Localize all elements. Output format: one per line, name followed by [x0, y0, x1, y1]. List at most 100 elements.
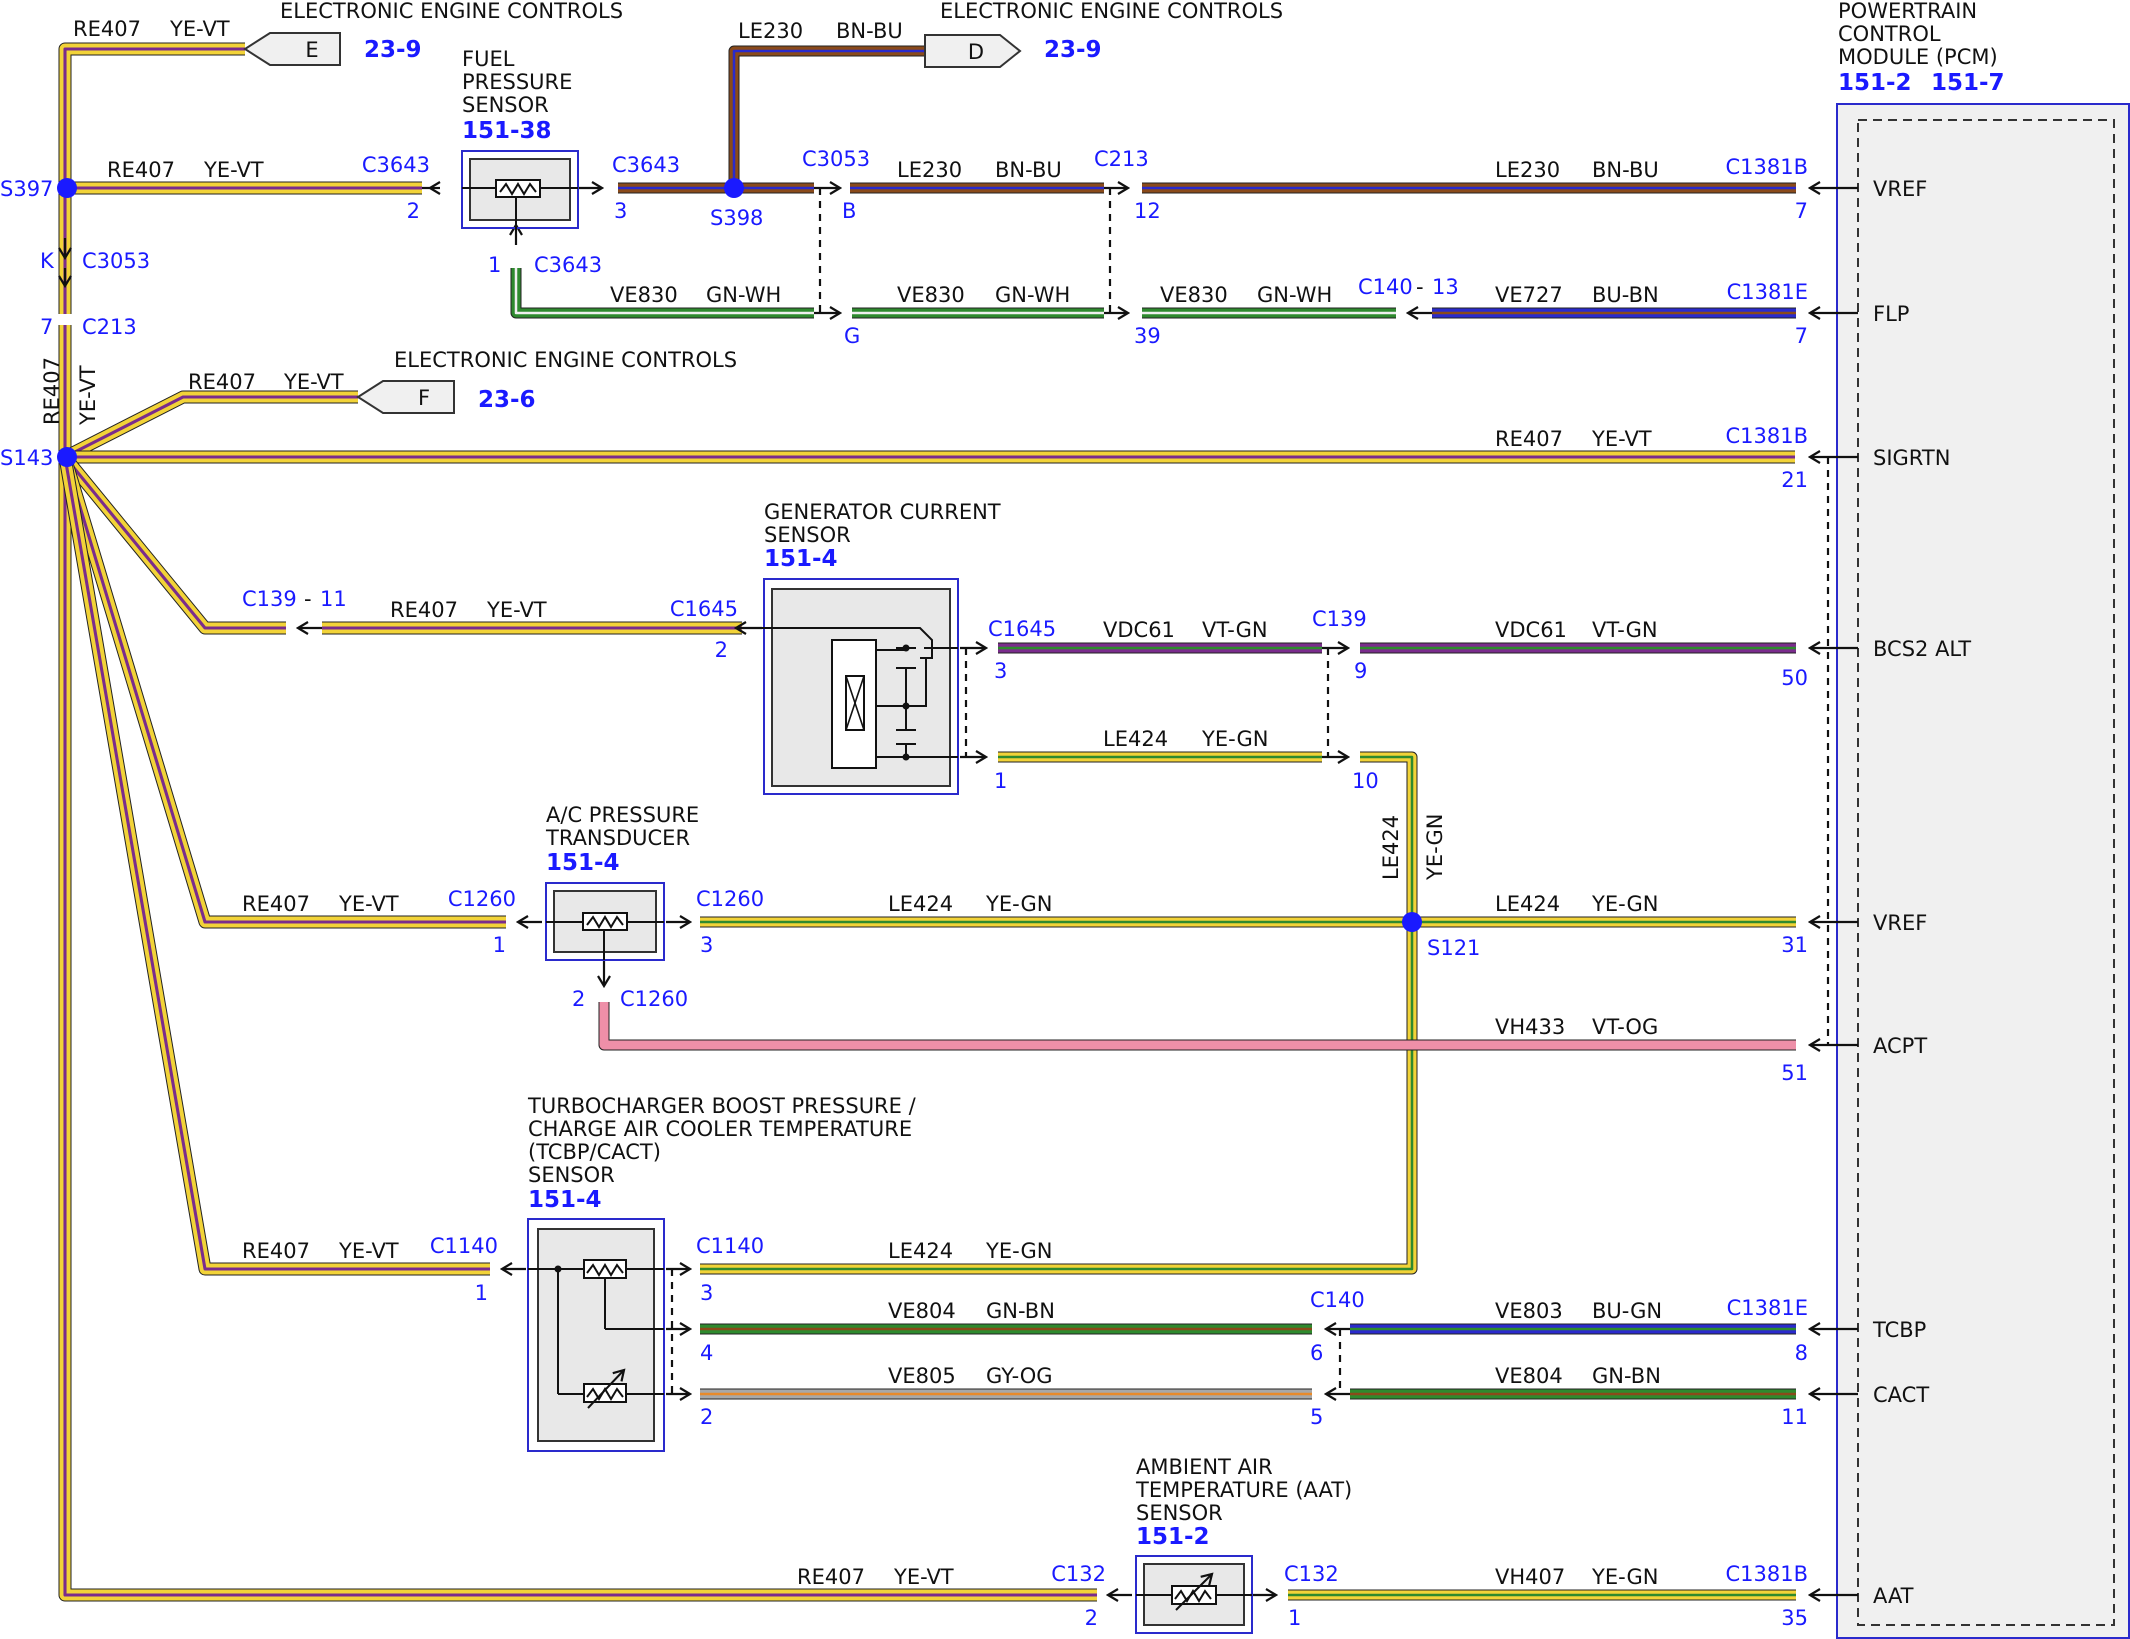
wire-label-code: VE804	[1495, 1364, 1563, 1388]
wire-label-color: VT-GN	[1202, 618, 1268, 642]
pcm-conn-vref-1: C1381B	[1725, 155, 1808, 179]
wire-label-code: RE407	[107, 158, 175, 182]
wire-label-code: LE424	[1495, 892, 1560, 916]
splice-s397-label: S397	[0, 177, 53, 201]
connector-label: C213	[82, 315, 137, 339]
pin-label: 2	[700, 1405, 713, 1429]
splices: S397 S398 S143 S121	[0, 177, 1480, 960]
wire-label-color: BN-BU	[1592, 158, 1659, 182]
pcm-pin-tcbp: TCBP	[1872, 1318, 1926, 1342]
connector-label: C132	[1051, 1562, 1106, 1586]
pcm-pin-bcs2alt: BCS2 ALT	[1873, 637, 1971, 661]
pcm-title-line3: MODULE (PCM)	[1838, 45, 1998, 69]
tcbp-ref: 151-4	[528, 1187, 602, 1213]
pin-label: 5	[1310, 1405, 1323, 1429]
pin-label: 1	[994, 769, 1007, 793]
wire-label-code: RE407	[1495, 427, 1563, 451]
wire-label-color: YE-GN	[985, 892, 1052, 916]
pcm-pinno-tcbp: 8	[1795, 1341, 1808, 1365]
wire-re407-trunk-layer	[63, 325, 1097, 1597]
aat-sensor[interactable]: AMBIENT AIR TEMPERATURE (AAT) SENSOR 151…	[1135, 1455, 1352, 1634]
splice-s398[interactable]	[724, 178, 744, 198]
generator-current-sensor[interactable]: GENERATOR CURRENT SENSOR 151-4	[742, 500, 1001, 795]
pcm-conn-sigrtn: C1381B	[1725, 424, 1808, 448]
connector-label: C3053	[82, 249, 150, 273]
splice-s397[interactable]	[57, 178, 77, 198]
wire-re407-gcs-layer	[63, 456, 286, 630]
tcbp-title-1: TURBOCHARGER BOOST PRESSURE /	[527, 1094, 917, 1118]
wire-label-code: RE407	[40, 357, 64, 425]
pcm-pin-flp: FLP	[1873, 302, 1909, 326]
pin-label: 6	[1310, 1341, 1323, 1365]
pin-label: 3	[614, 199, 627, 223]
connector-dash: -	[1416, 275, 1424, 299]
wire-re407-tcbp-layer	[63, 456, 490, 1271]
wire-label-color: BN-BU	[995, 158, 1062, 182]
connector-label: C139	[1312, 607, 1367, 631]
wire-label-color: YE-VT	[76, 365, 100, 426]
pin-label: 9	[1354, 659, 1367, 683]
connector-label: C140	[1358, 275, 1413, 299]
connector-label: C1260	[696, 887, 764, 911]
wire-label-color: YE-VT	[486, 598, 547, 622]
sheet-ref-f[interactable]: F ELECTRONIC ENGINE CONTROLS 23-6 RE407 …	[188, 348, 737, 414]
sheet-ref-f-letter: F	[418, 386, 430, 410]
gcs-title-1: GENERATOR CURRENT	[764, 500, 1001, 524]
wire-label-color: GN-WH	[1257, 283, 1332, 307]
fps-title-3: SENSOR	[462, 93, 549, 117]
pin-label: 39	[1134, 324, 1161, 348]
splice-s398-label: S398	[710, 206, 763, 230]
pcm-pinno-cact: 11	[1781, 1405, 1808, 1429]
wire-label-code: VE805	[888, 1364, 956, 1388]
wire-label-code: LE230	[1495, 158, 1560, 182]
wire-label-code: VE727	[1495, 283, 1563, 307]
fuel-pressure-sensor[interactable]: FUEL PRESSURE SENSOR 151-38	[461, 47, 579, 245]
wire-re407-f	[65, 397, 358, 457]
pin-label: B	[842, 199, 856, 223]
wire-label-color: YE-VT	[338, 892, 399, 916]
tcbp-cact-sensor[interactable]: TURBOCHARGER BOOST PRESSURE / CHARGE AIR…	[527, 1094, 917, 1452]
pin-label: 1	[1288, 1606, 1301, 1630]
pcm-pinno-bcs2alt: 50	[1781, 666, 1808, 690]
pcm-conn-tcbp: C1381E	[1727, 1296, 1808, 1320]
wire-label-code: LE424	[1103, 727, 1168, 751]
wire-labels: RE407 YE-VT LE230 BN-BU LE230 BN-BU VE83…	[40, 158, 1662, 1589]
wire-ve830-a-layer	[514, 268, 814, 315]
pin-label: 12	[1134, 199, 1161, 223]
pin-label: 3	[700, 1281, 713, 1305]
splice-s121-label: S121	[1427, 936, 1480, 960]
splice-s121[interactable]	[1402, 912, 1422, 932]
acp-title-2: TRANSDUCER	[545, 826, 690, 850]
pin-label: 10	[1352, 769, 1379, 793]
wire-label-color: YE-GN	[1591, 892, 1658, 916]
aat-title-1: AMBIENT AIR	[1136, 1455, 1273, 1479]
wire-label-color: GN-WH	[706, 283, 781, 307]
wires	[58, 42, 1796, 1602]
wire-vh433-layer	[602, 1002, 1796, 1047]
ac-pressure-transducer[interactable]: A/C PRESSURE TRANSDUCER 151-4	[545, 803, 699, 961]
pin-label: G	[844, 324, 860, 348]
pcm-pinno-vref-1: 7	[1795, 199, 1808, 223]
connector-label: C1140	[430, 1234, 498, 1258]
sheet-ref-d[interactable]: D ELECTRONIC ENGINE CONTROLS 23-9 LE230 …	[738, 0, 1283, 68]
pcm-pinno-vref-2: 31	[1781, 933, 1808, 957]
pin-label: 2	[1085, 1606, 1098, 1630]
pin-label: 11	[320, 587, 347, 611]
pcm-pinno-aat: 35	[1781, 1606, 1808, 1630]
wire-label-code: RE407	[390, 598, 458, 622]
pcm-pin-vref-1: VREF	[1873, 177, 1927, 201]
pcm-pinno-flp: 7	[1795, 324, 1808, 348]
fps-ref: 151-38	[462, 118, 552, 144]
wire-label-code: RE407	[797, 1565, 865, 1589]
sheet-ref-d-title: ELECTRONIC ENGINE CONTROLS	[940, 0, 1283, 23]
wire-label-code: LE424	[888, 892, 953, 916]
wire-label-color: YE-VT	[338, 1239, 399, 1263]
pin-label: 2	[572, 987, 585, 1011]
wire-label-color: YE-GN	[1423, 814, 1447, 881]
pcm-pin-vref-2: VREF	[1873, 911, 1927, 935]
pcm-pin-aat: AAT	[1873, 1584, 1914, 1608]
wire-label-color: VT-GN	[1592, 618, 1658, 642]
splice-s143[interactable]	[57, 447, 77, 467]
connector-label: C1645	[988, 617, 1056, 641]
sheet-ref-e[interactable]: E ELECTRONIC ENGINE CONTROLS 23-9 RE407 …	[73, 0, 623, 66]
